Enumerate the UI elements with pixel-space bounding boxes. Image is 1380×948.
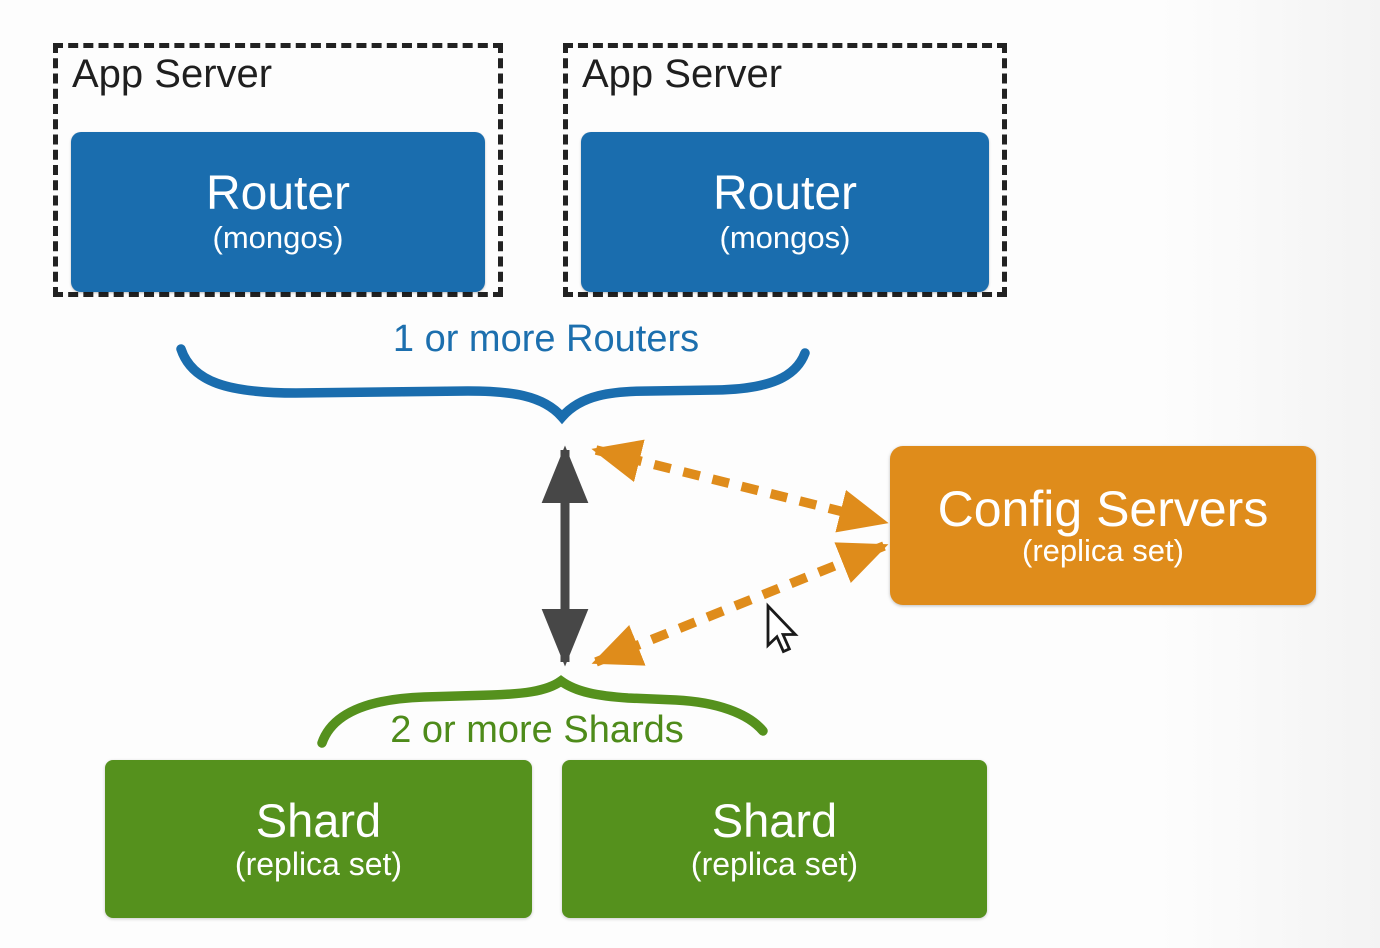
mouse-pointer-icon [766, 602, 799, 654]
router-subtitle: (mongos) [719, 220, 851, 256]
router-node-1: Router (mongos) [71, 132, 485, 292]
shard-subtitle: (replica set) [690, 846, 859, 883]
app-server-group-2: App Server Router (mongos) [563, 43, 1007, 297]
router-subtitle: (mongos) [212, 220, 344, 256]
shard-title: Shard [255, 794, 382, 848]
app-server-group-1: App Server Router (mongos) [53, 43, 503, 297]
shards-config-arrow [591, 541, 889, 667]
shard-subtitle: (replica set) [234, 846, 403, 883]
app-server-label: App Server [582, 52, 783, 96]
shards-brace-label: 2 or more Shards [390, 709, 684, 751]
shard-node-2: Shard (replica set) [562, 760, 987, 918]
routers-config-arrow [591, 439, 889, 533]
router-title: Router [712, 167, 858, 221]
config-servers-subtitle: (replica set) [1022, 533, 1184, 569]
router-node-2: Router (mongos) [581, 132, 989, 292]
routers-brace-label: 1 or more Routers [392, 318, 700, 360]
app-server-label: App Server [72, 52, 273, 96]
router-title: Router [205, 167, 351, 221]
config-servers-node: Config Servers (replica set) [890, 446, 1316, 605]
config-servers-title: Config Servers [937, 480, 1269, 537]
shard-node-1: Shard (replica set) [105, 760, 532, 918]
shard-title: Shard [711, 794, 838, 848]
